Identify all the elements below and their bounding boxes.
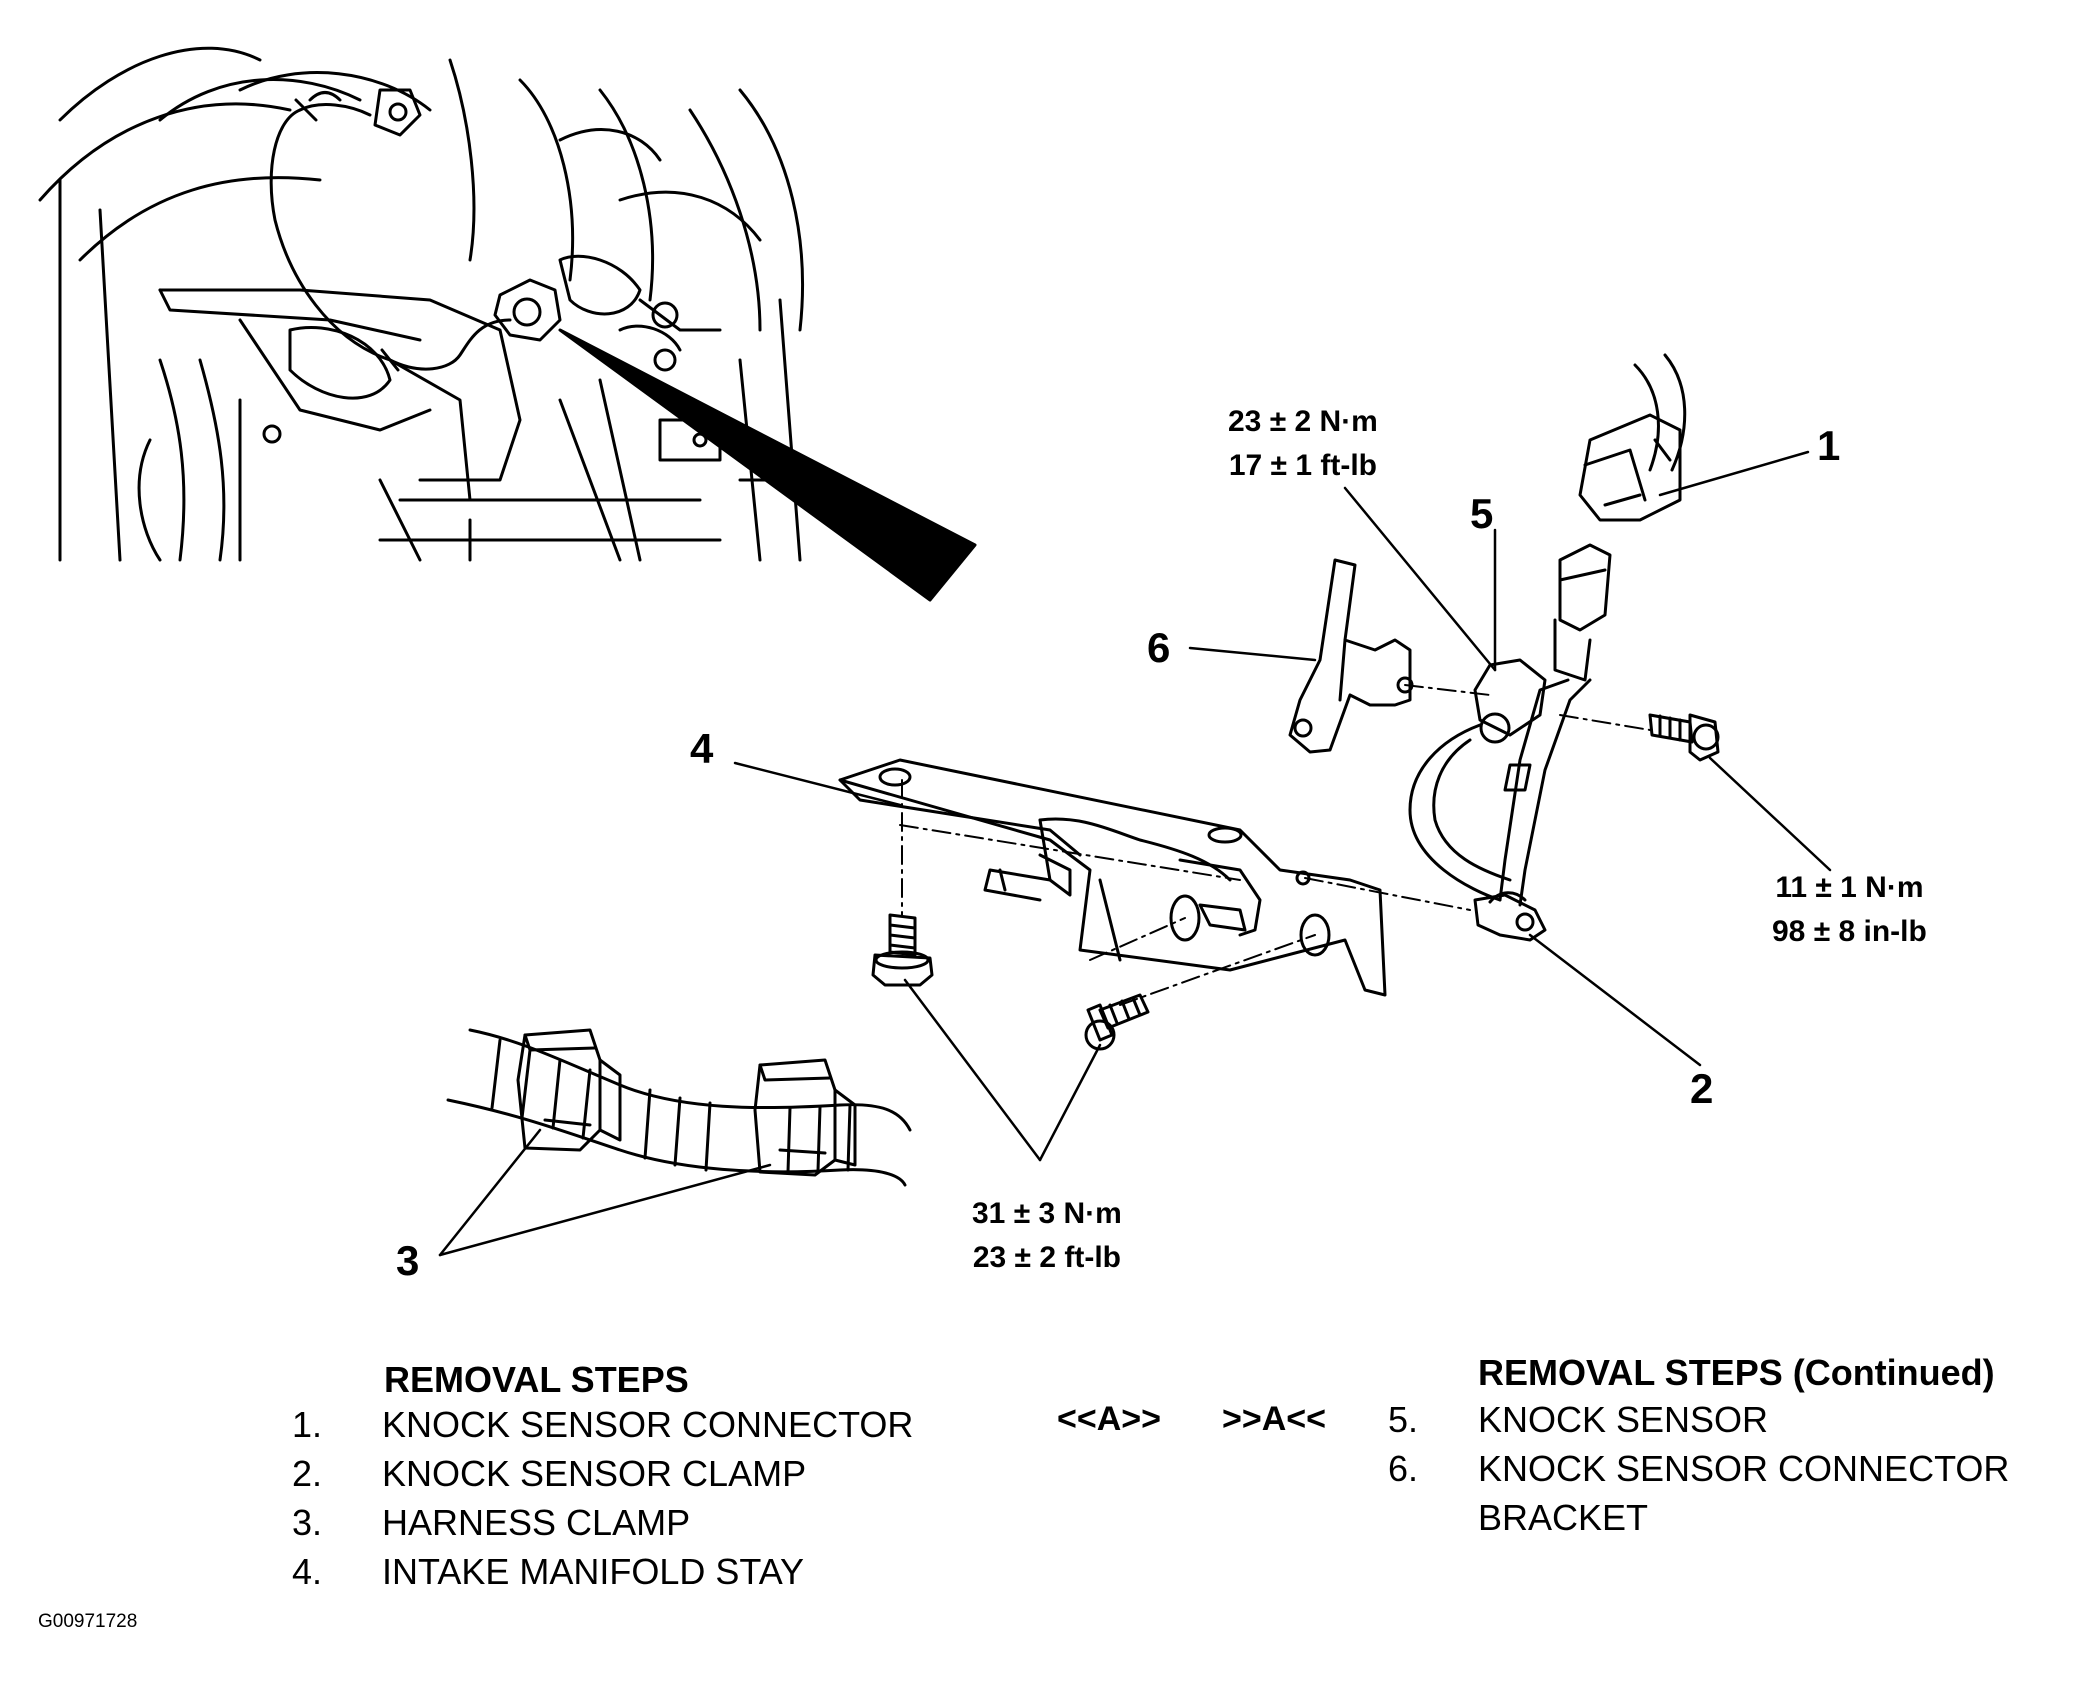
step-label: HARNESS CLAMP [382,1502,691,1543]
removal-steps-continued-list: 5.KNOCK SENSOR 6.KNOCK SENSOR CONNECTOR … [1388,1395,2009,1542]
removal-steps-list: 1. KNOCK SENSOR CONNECTOR 2. KNOCK SENSOR … [292,1400,913,1596]
step-number: 6. [1388,1448,1419,1489]
stay-bolt-side [1084,993,1150,1051]
stay-bolt-lower [871,913,934,987]
leader-lines [438,450,1832,1257]
step-number: 2. [292,1453,323,1494]
step-number: 1. [292,1404,323,1445]
torque-nm: 23 ± 2 N·m [1228,405,1378,438]
step-number: 4. [292,1551,323,1592]
torque-spec-bracket-bolt: 11 ± 1 N·m 98 ± 8 in-lb [1772,866,1927,953]
figure-id: G00971728 [38,1611,138,1632]
removal-steps-continued-heading: REMOVAL STEPS (Continued) [1478,1352,1995,1393]
knock-sensor-connector-bracket [1288,558,1414,754]
intake-manifold-stay [838,758,1387,997]
callout-2: 2 [1690,1065,1714,1112]
step-label: BRACKET [1478,1497,1649,1538]
removal-marker: <<A>> [1057,1400,1161,1438]
engine-inset-view [38,46,977,602]
harness-clamp-left [516,1028,622,1152]
torque-nm: 11 ± 1 N·m [1775,871,1924,904]
connector-bracket-bolt [1648,713,1720,762]
knock-sensor-clamp [1473,891,1547,942]
torque-spec-stay-bolts: 31 ± 3 N·m 23 ± 2 ft-lb [972,1192,1122,1279]
torque-ftlb: 17 ± 1 ft-lb [1228,448,1377,482]
removal-step: 3. HARNESS CLAMP [292,1498,913,1547]
callout-6: 6 [1147,624,1171,671]
removal-step: 6. KNOCK SENSOR CONNECTOR [1388,1444,2009,1493]
removal-step: BRACKET [1388,1493,2009,1542]
step-label: KNOCK SENSOR CONNECTOR [1478,1448,2010,1489]
knock-sensor-connector [1578,353,1687,522]
torque-spec-sensor: 23 ± 2 N·m 17 ± 1 ft-lb [1228,400,1378,487]
torque-inlb: 98 ± 8 in-lb [1772,914,1927,948]
step-label: KNOCK SENSOR CONNECTOR [382,1404,914,1445]
wiring-harness [446,1028,912,1187]
torque-nm: 31 ± 3 N·m [972,1197,1122,1230]
callout-5: 5 [1470,490,1494,537]
harness-clamp-right [753,1058,857,1177]
step-number: 5. [1388,1399,1419,1440]
step-label: KNOCK SENSOR CLAMP [382,1453,807,1494]
removal-step: 4. INTAKE MANIFOLD STAY [292,1547,913,1596]
step-number: 3. [292,1502,323,1543]
installation-marker: >>A<< [1222,1400,1326,1438]
callout-1: 1 [1817,422,1841,469]
knock-sensor [1408,543,1612,907]
callout-4: 4 [690,725,714,772]
removal-step: 2. KNOCK SENSOR CLAMP [292,1449,913,1498]
step-label: KNOCK SENSOR [1478,1399,1769,1440]
step-label: INTAKE MANIFOLD STAY [382,1551,805,1592]
callout-3: 3 [396,1237,420,1284]
assembly-centerlines [899,684,1651,1006]
removal-step: 5. KNOCK SENSOR [1388,1395,2009,1444]
removal-steps-heading: REMOVAL STEPS [384,1359,689,1400]
torque-ftlb: 23 ± 2 ft-lb [972,1240,1121,1274]
removal-step: 1. KNOCK SENSOR CONNECTOR [292,1400,913,1449]
